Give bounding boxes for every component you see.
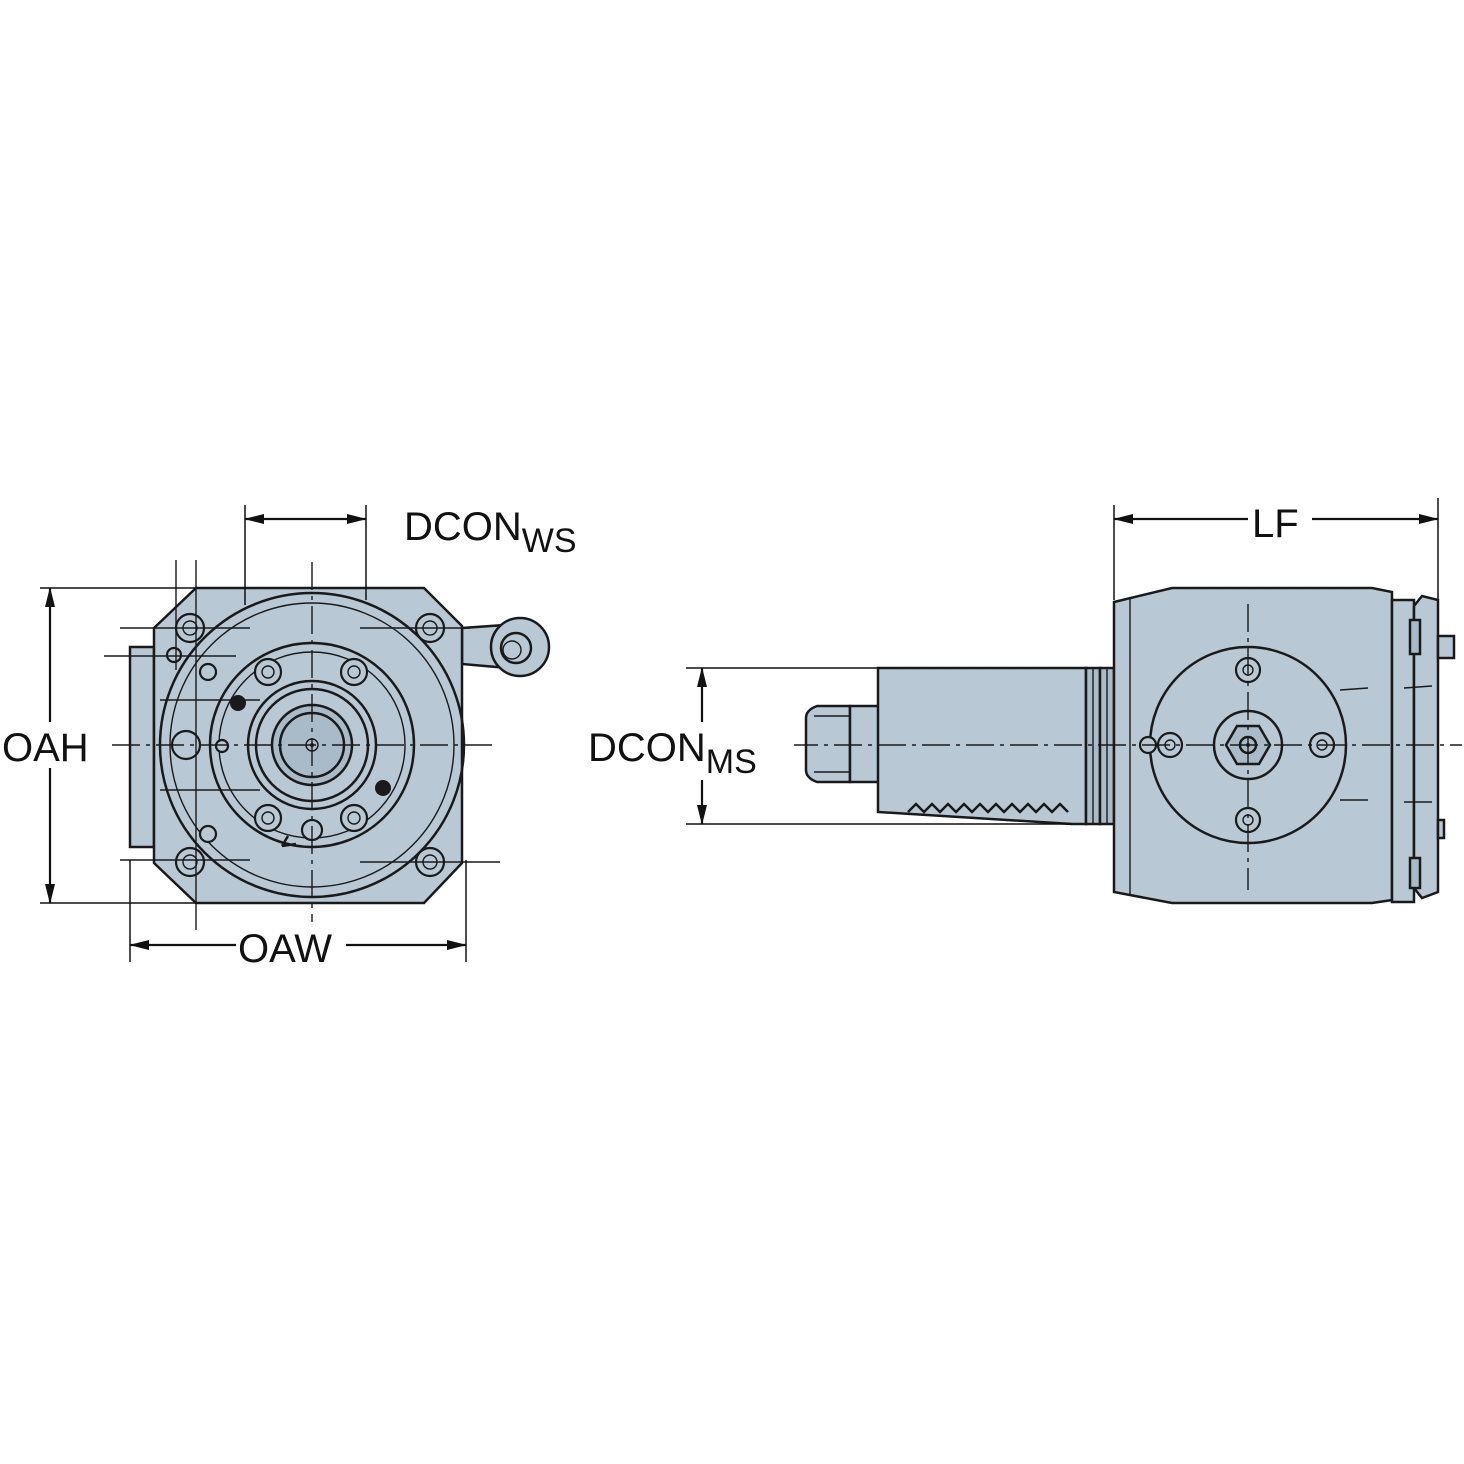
dcon-ms-label: DCONMS <box>588 726 757 781</box>
side-view <box>790 586 1462 905</box>
front-inner-bolts <box>253 657 369 842</box>
front-view <box>104 560 551 930</box>
front-side-handle <box>460 616 551 678</box>
side-shank <box>876 666 1088 826</box>
front-side-flange <box>128 645 156 849</box>
lf-label: LF <box>1252 502 1299 546</box>
side-serration <box>907 802 1069 814</box>
side-collet-nut <box>804 704 884 784</box>
oaw-label: OAW <box>238 927 332 971</box>
dcon-ws-label: DCONWS <box>404 505 577 560</box>
front-dimensions: DCONWS OAH OAW <box>2 505 577 971</box>
oah-label: OAH <box>2 726 89 770</box>
side-dimensions: DCONMS LF <box>588 497 1439 825</box>
